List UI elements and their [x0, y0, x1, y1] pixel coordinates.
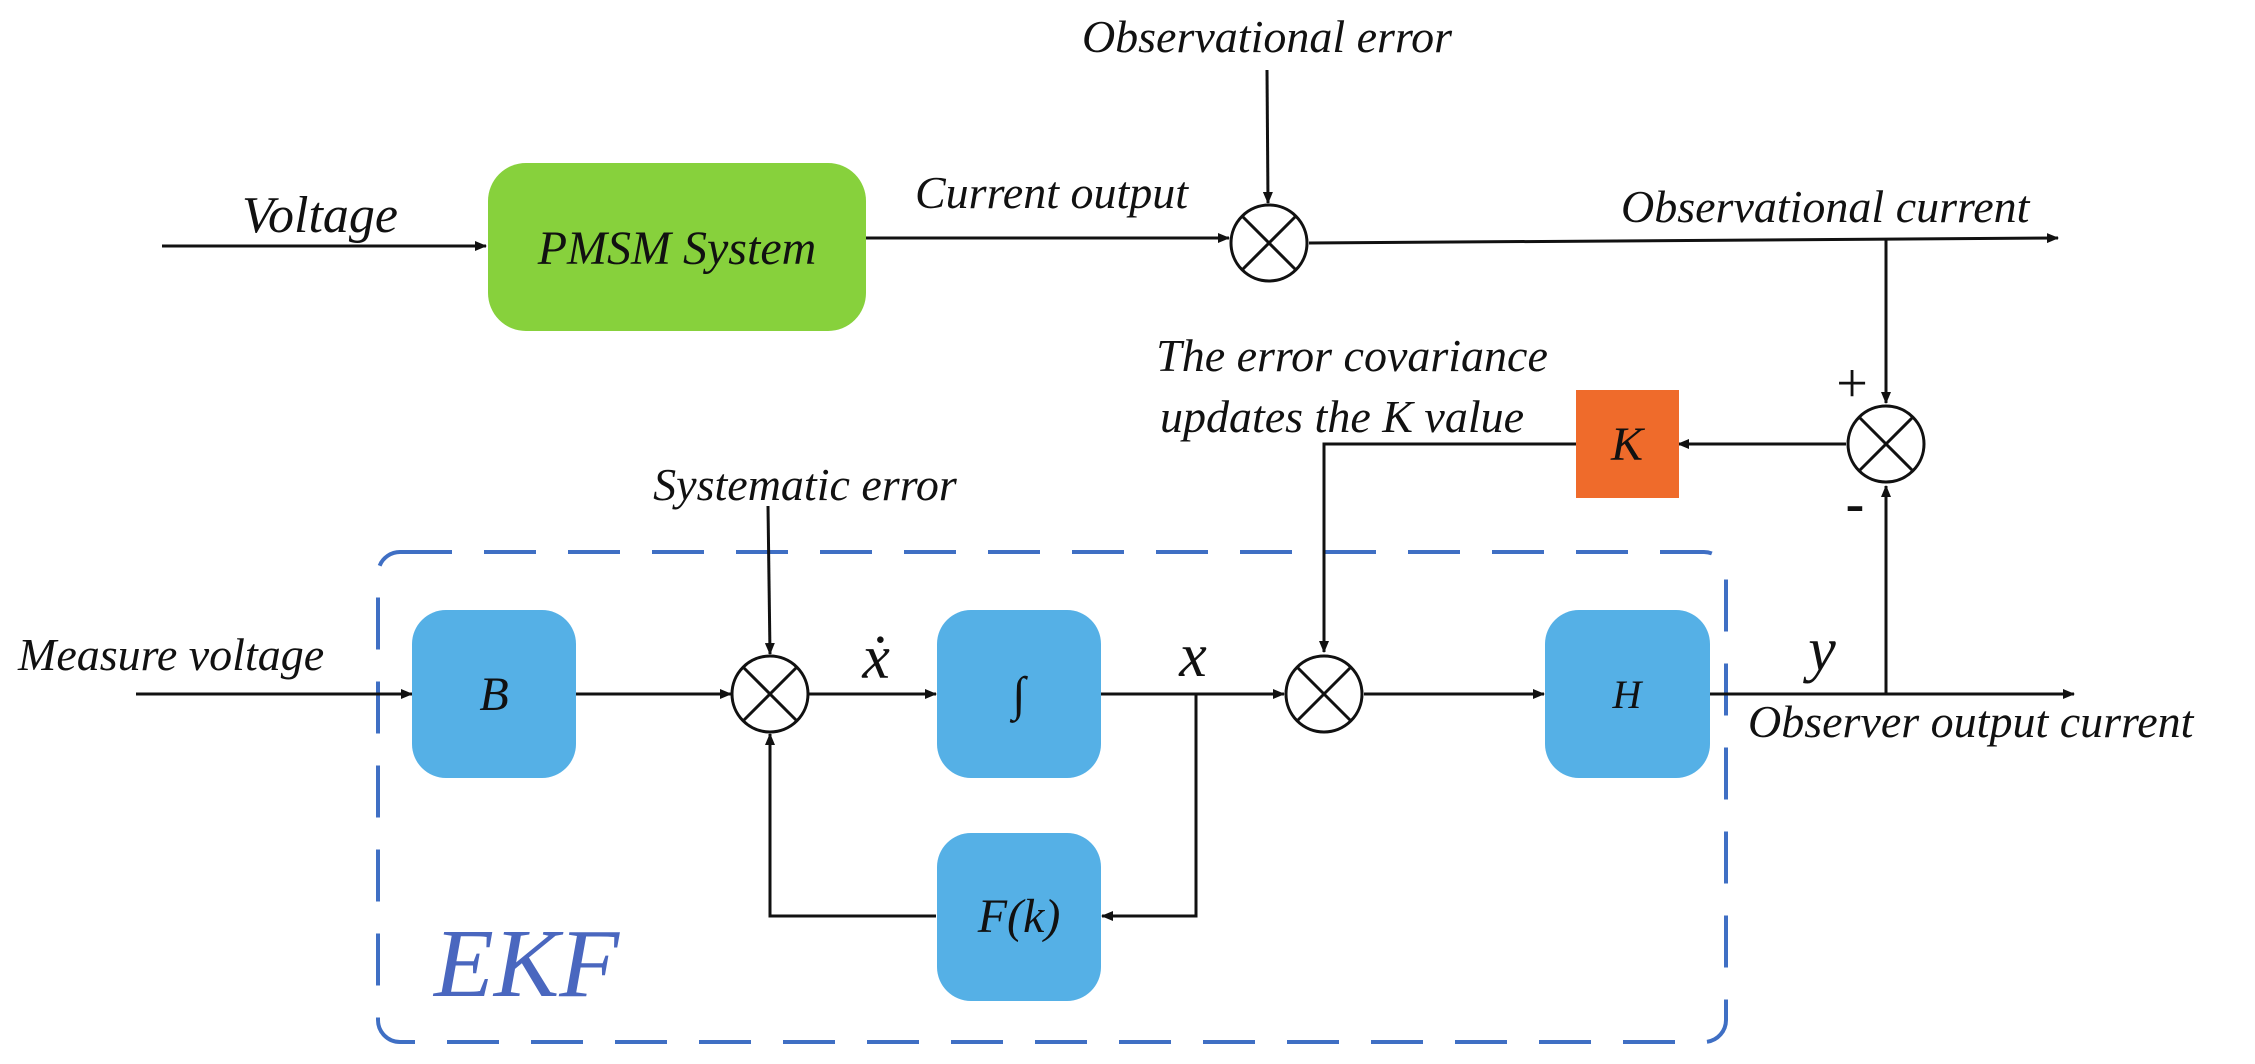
- x-dot-label: ẋ: [861, 624, 890, 692]
- error-comparator-junction: [1846, 404, 1926, 484]
- covariance-label-line2: updates the K value: [1160, 391, 1524, 442]
- b-label: B: [479, 668, 508, 721]
- current-output-label: Current output: [915, 167, 1189, 218]
- k-to-correction-arrow: [1319, 442, 1576, 653]
- pmsm-system-box: [488, 163, 866, 331]
- systematic-error-arrow: [764, 505, 775, 655]
- integrator-box: [937, 610, 1101, 778]
- y-label: y: [1802, 616, 1836, 684]
- ekf-label: EKF: [432, 910, 620, 1018]
- state-summing-junction: [730, 654, 810, 734]
- observation-summing-junction: [1229, 203, 1309, 283]
- b-box: [412, 610, 576, 778]
- voltage-label: Voltage: [242, 187, 398, 244]
- k-gain-block: K: [1576, 390, 1679, 498]
- observer-output-current-label: Observer output current: [1748, 696, 2195, 747]
- h-box: [1545, 610, 1710, 778]
- systematic-error-label: Systematic error: [653, 459, 958, 510]
- observational-current-arrow: [1308, 233, 2059, 245]
- x-to-f-arrow: [1101, 694, 1198, 921]
- correction-summing-junction: [1284, 654, 1364, 734]
- minus-sign: -: [1846, 473, 1865, 535]
- ekf-boundary: [376, 550, 1728, 1044]
- f-label: F(k): [977, 890, 1061, 943]
- f-to-sum-arrow: [765, 733, 936, 918]
- k-gain-label: K: [1610, 418, 1646, 471]
- signal-wires: [136, 69, 2075, 921]
- pmsm-system-label: PMSM System: [537, 222, 817, 275]
- covariance-label-line1: The error covariance: [1156, 330, 1548, 381]
- integrator-block: ∫: [937, 610, 1101, 778]
- pmsm-system-block: PMSM System: [488, 163, 866, 331]
- observational-error-label: Observational error: [1082, 11, 1453, 62]
- k-gain-box: [1576, 390, 1679, 498]
- plus-sign: +: [1836, 353, 1868, 415]
- f-box: [937, 833, 1101, 1001]
- integrator-label: ∫: [1009, 668, 1028, 723]
- x-label: x: [1178, 622, 1207, 690]
- observational-current-label: Observational current: [1621, 181, 2031, 232]
- h-block: H: [1545, 610, 1710, 778]
- observational-error-arrow: [1262, 69, 1273, 204]
- b-block: B: [412, 610, 576, 778]
- h-label: H: [1612, 672, 1644, 717]
- f-block: F(k): [937, 833, 1101, 1001]
- measure-voltage-label: Measure voltage: [17, 629, 324, 680]
